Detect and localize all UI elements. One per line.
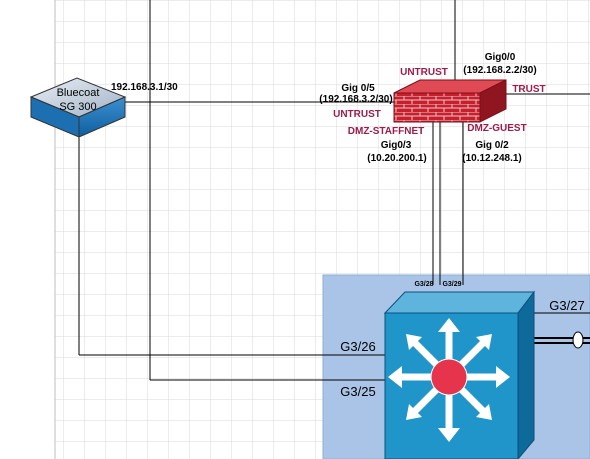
gig02-label: Gig 0/2 xyxy=(475,140,509,151)
gig02-zone: DMZ-GUEST xyxy=(467,123,526,134)
core-switch-device[interactable] xyxy=(383,290,536,459)
firewall-device[interactable] xyxy=(393,79,507,123)
gig05-label: Gig 0/5 xyxy=(341,83,375,94)
bluecoat-ip-label: 192.168.3.1/30 xyxy=(111,82,178,93)
gig05-ip: (192.168.3.2/30) xyxy=(319,94,392,105)
port-g325-label: G3/25 xyxy=(340,384,375,399)
port-g329-label: G3/29 xyxy=(442,281,461,288)
port-g328-label: G3/28 xyxy=(414,281,433,288)
trust-zone: TRUST xyxy=(512,84,545,95)
bluecoat-name-line2: SG 300 xyxy=(59,101,96,113)
gig00-zone: UNTRUST xyxy=(400,67,448,78)
gig00-ip: (192.168.2.2/30) xyxy=(463,65,536,76)
port-g326-label: G3/26 xyxy=(340,339,375,354)
gig03-zone: DMZ-STAFFNET xyxy=(348,126,424,137)
gig03-label: Gig0/3 xyxy=(381,140,412,151)
port-g327-label: G3/27 xyxy=(549,298,584,313)
bluecoat-name-line1: Bluecoat xyxy=(57,87,100,99)
gig00-label: Gig0/0 xyxy=(485,52,516,63)
link-bundle-icon xyxy=(572,331,584,349)
gig02-ip: (10.12.248.1) xyxy=(462,153,522,164)
gig05-zone: UNTRUST xyxy=(333,109,381,120)
bluecoat-device[interactable]: Bluecoat SG 300 xyxy=(29,77,127,138)
gig03-ip: (10.20.200.1) xyxy=(367,153,427,164)
